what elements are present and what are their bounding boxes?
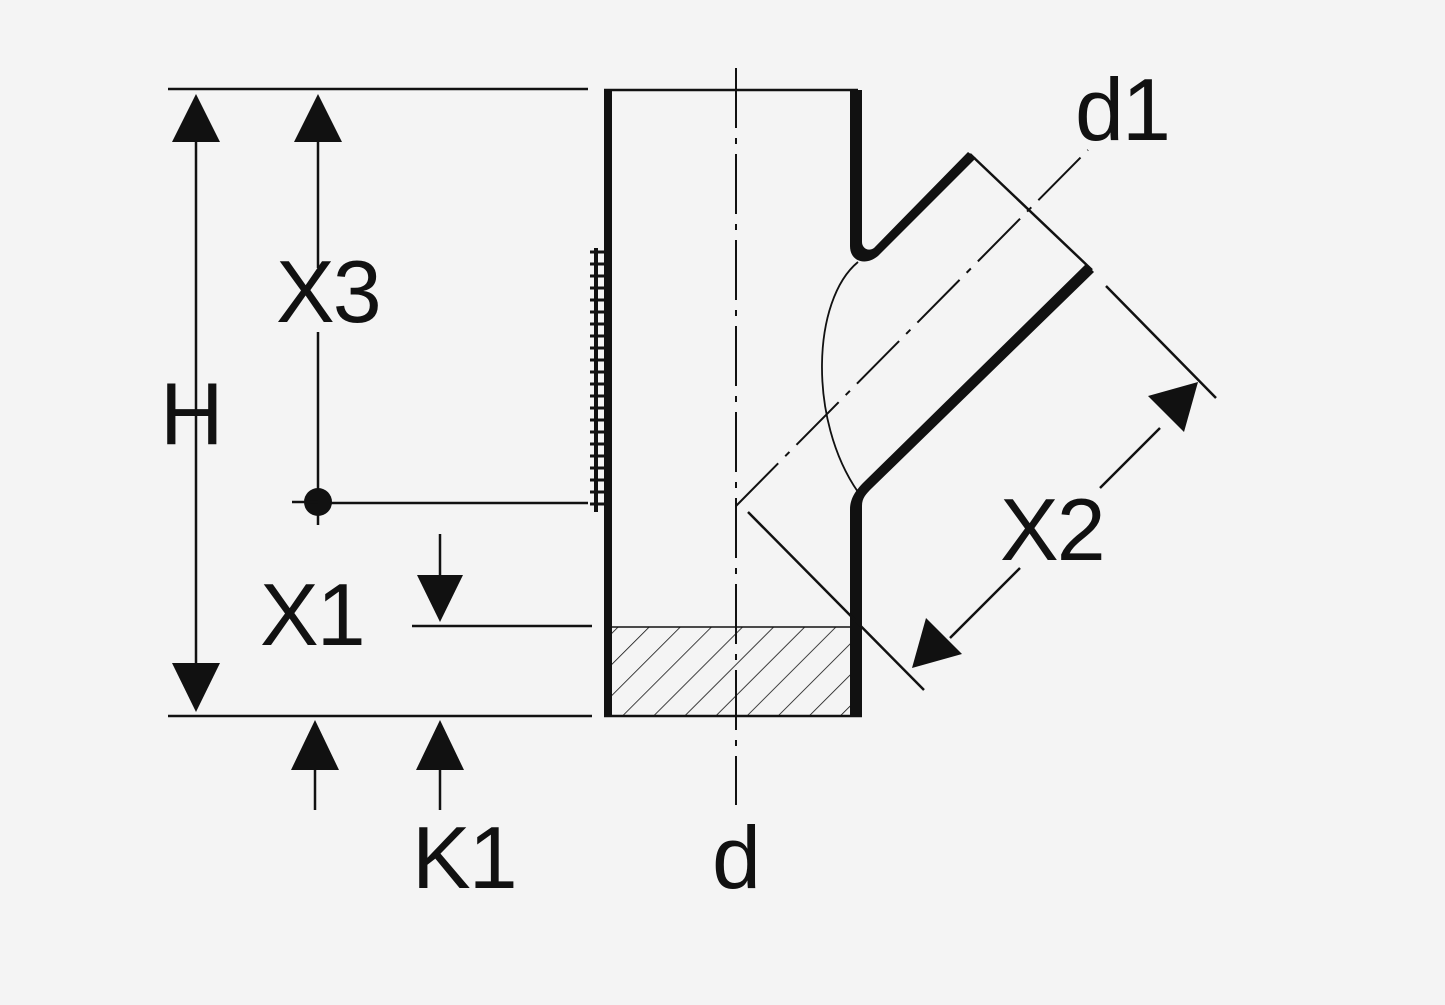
h-arrow-up-icon <box>172 94 220 142</box>
dimension-x2: X2 <box>747 285 1217 691</box>
branch-mouth-edge <box>969 153 1093 271</box>
branch-centre-line <box>735 149 1089 507</box>
main-pipe-left-wall <box>604 90 612 716</box>
h-arrow-down-icon <box>172 663 220 712</box>
extension-lines <box>168 87 592 718</box>
x2-arrow-up-right-icon <box>1148 382 1198 432</box>
insertion-zone-hatch <box>612 627 854 715</box>
d-label: d <box>712 808 759 907</box>
dimension-x3: X3 <box>276 94 382 525</box>
x3-label: X3 <box>276 242 380 341</box>
dimension-k1: K1 <box>291 720 518 907</box>
centre-lines <box>735 68 1089 805</box>
x2-arrow-down-left-icon <box>912 618 962 668</box>
x3-arrow-up-icon <box>294 94 342 142</box>
x2-dimension-line-a <box>949 567 1021 639</box>
dimension-h: H <box>160 94 224 712</box>
branch-intersection-arc <box>821 261 859 493</box>
x2-extension-lower <box>747 511 925 691</box>
x2-extension-upper <box>1105 285 1217 399</box>
k1-left-arrow-up-icon <box>291 720 339 770</box>
h-label: H <box>160 364 222 463</box>
x2-dimension-line-b <box>1099 427 1161 489</box>
d1-label: d1 <box>1075 60 1169 159</box>
main-pipe-right-wall-upper <box>850 90 976 262</box>
dimension-x1: X1 <box>260 534 463 664</box>
k1-right-arrow-up-icon <box>416 720 464 770</box>
x1-arrow-down-icon <box>417 575 463 622</box>
x1-label: X1 <box>260 565 364 664</box>
x2-label: X2 <box>1000 480 1104 579</box>
main-pipe <box>590 88 1094 718</box>
k1-label: K1 <box>412 808 516 907</box>
